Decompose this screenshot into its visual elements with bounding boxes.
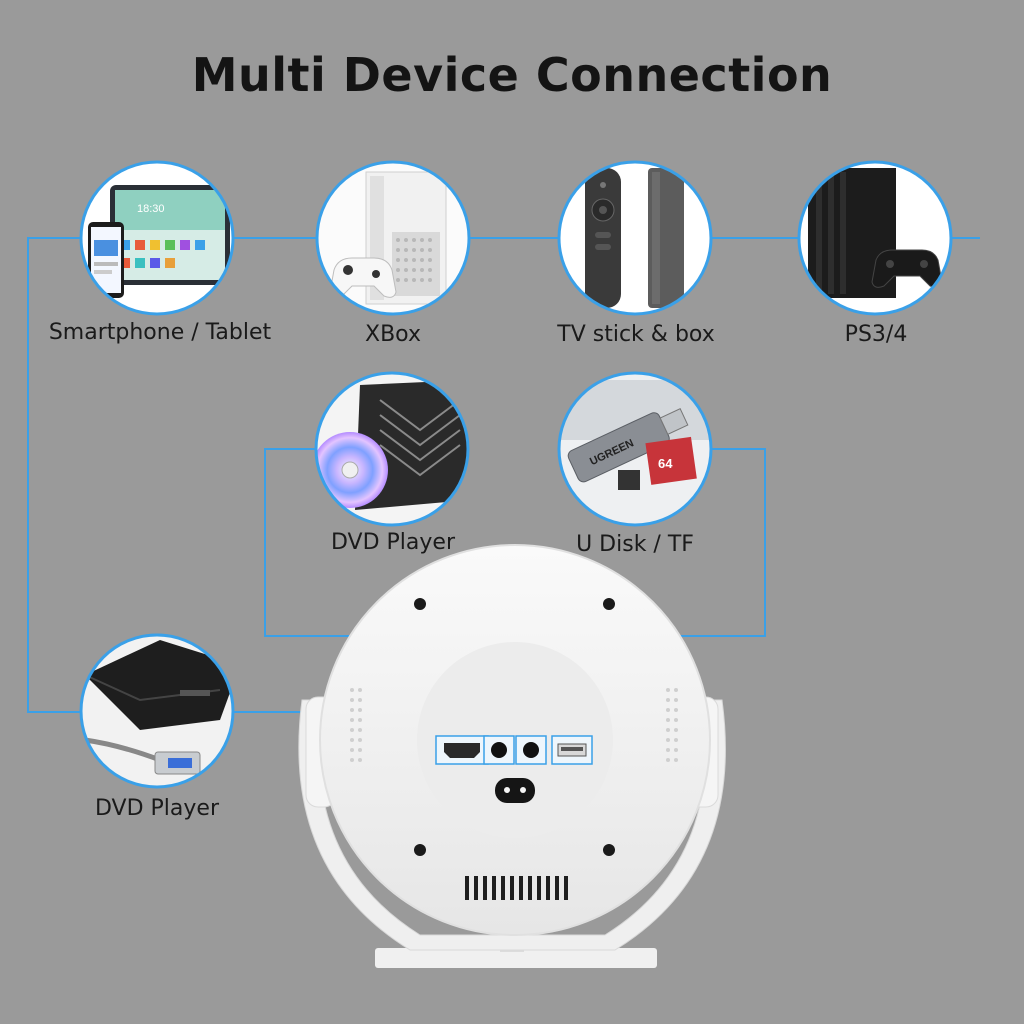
screw-br — [603, 844, 615, 856]
projector-base — [375, 948, 657, 968]
label-tv-stick: TV stick & box — [557, 322, 715, 347]
tv-stick-icon — [557, 160, 713, 316]
audio-port-1 — [491, 742, 507, 758]
label-ps: PS3/4 — [844, 322, 908, 347]
label-dvd-top: DVD Player — [331, 530, 455, 555]
external-drive-icon — [79, 633, 235, 789]
projector-back-panel — [417, 642, 613, 838]
label-smartphone: Smartphone / Tablet — [48, 320, 272, 345]
label-xbox: XBox — [365, 322, 421, 347]
line-left-loop — [27, 237, 81, 713]
label-udisk: U Disk / TF — [576, 532, 694, 557]
xbox-console-icon — [315, 160, 471, 316]
speaker-grille-left — [350, 688, 362, 762]
speaker-grille-right — [666, 688, 678, 762]
tablet-clock: 18:30 — [137, 203, 165, 215]
card-reader-icon: UGREEN 64 — [557, 371, 713, 527]
projector-stand-arm — [298, 699, 726, 951]
screw-bl — [414, 844, 426, 856]
vent-grille — [462, 872, 570, 904]
dvd-drive-icon — [314, 371, 470, 527]
label-dvd-bottom: DVD Player — [95, 796, 219, 821]
power-socket — [495, 778, 535, 803]
sd-card-capacity: 64 — [658, 456, 673, 471]
screw-tl — [414, 598, 426, 610]
screw-tr — [603, 598, 615, 610]
playstation-console-icon — [797, 160, 953, 316]
tablet-phone-icon: 18:30 — [79, 160, 235, 316]
projector — [298, 544, 726, 968]
page-title: Multi Device Connection — [191, 48, 833, 102]
hdmi-port — [444, 743, 480, 758]
audio-port-2 — [523, 742, 539, 758]
